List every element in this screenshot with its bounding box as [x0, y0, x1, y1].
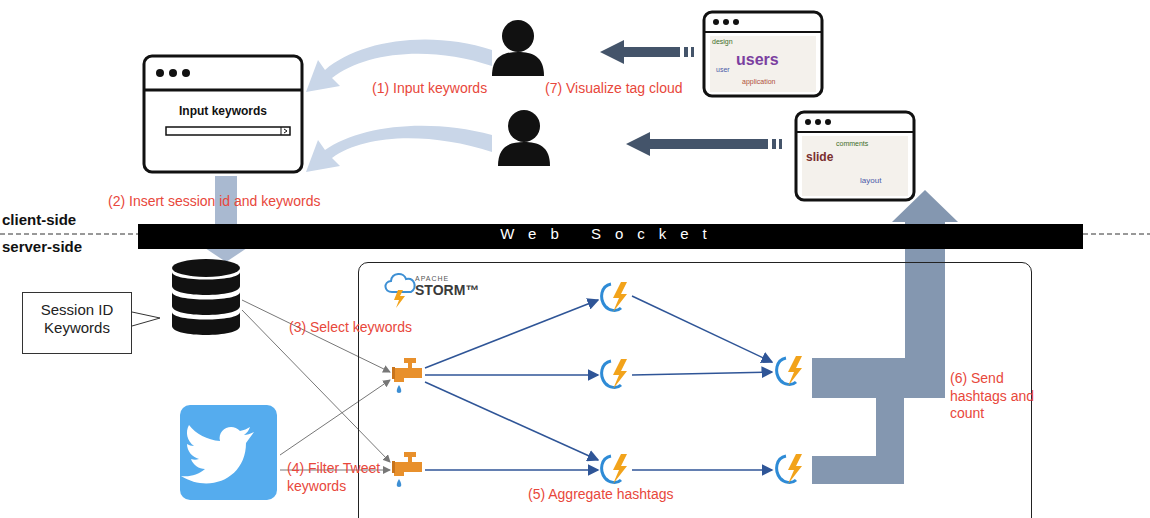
node-text: Web Socket [142, 225, 1079, 243]
side-label: server-side [2, 238, 82, 257]
node-text: STORM™ [415, 282, 479, 299]
step-label: (4) Filter Tweet keywords [287, 460, 407, 495]
callout-box: Session ID Keywords [22, 292, 132, 354]
separator [0, 234, 140, 235]
tag-word: slide [806, 150, 833, 165]
tag-word: user [716, 66, 730, 75]
step-label: (7) Visualize tag cloud [545, 80, 682, 98]
node-text: Session ID Keywords [27, 301, 127, 337]
send-arrow [812, 398, 904, 484]
bolt-icon [602, 454, 627, 484]
send-arrow [812, 190, 958, 398]
step-label: (1) Input keywords [372, 80, 487, 98]
storm-region: APACHESTORM™ [358, 262, 1032, 518]
bolt-icon [602, 359, 627, 389]
tag-word: layout [860, 176, 881, 186]
bolt-icon [777, 454, 802, 484]
visualize-arrow [600, 40, 782, 156]
tag-cloud-window [704, 12, 914, 200]
step-label: (2) Insert session id and keywords [108, 193, 320, 211]
spout-icon [392, 358, 422, 393]
step-label: (6) Send hashtags and count [950, 370, 1060, 423]
insert-arrow [205, 176, 247, 262]
bolt-icon [602, 282, 627, 312]
step-label: (3) Select keywords [289, 319, 412, 337]
callout-pointer [132, 312, 160, 326]
input-arrow [306, 126, 492, 172]
websocket-bar: Web Socket [138, 224, 1083, 249]
twitter-icon [180, 405, 277, 500]
side-label: client-side [2, 211, 76, 230]
step-label: (5) Aggregate hashtags [528, 486, 674, 504]
user-icon [492, 20, 544, 76]
database-icon [172, 259, 240, 335]
browser-window [144, 56, 302, 172]
tag-word: users [736, 50, 779, 70]
spout-icon [392, 452, 422, 487]
tag-word: comments [836, 140, 868, 149]
tag-word: design [712, 38, 733, 47]
separator [1083, 234, 1150, 235]
user-icon [498, 110, 550, 166]
browser-window: Input keywords [144, 56, 302, 172]
tag-word: application [742, 78, 775, 87]
node-text: Input keywords [148, 104, 298, 118]
stream-line [425, 296, 772, 470]
bolt-icon [777, 356, 802, 386]
storm-logo [385, 274, 414, 308]
